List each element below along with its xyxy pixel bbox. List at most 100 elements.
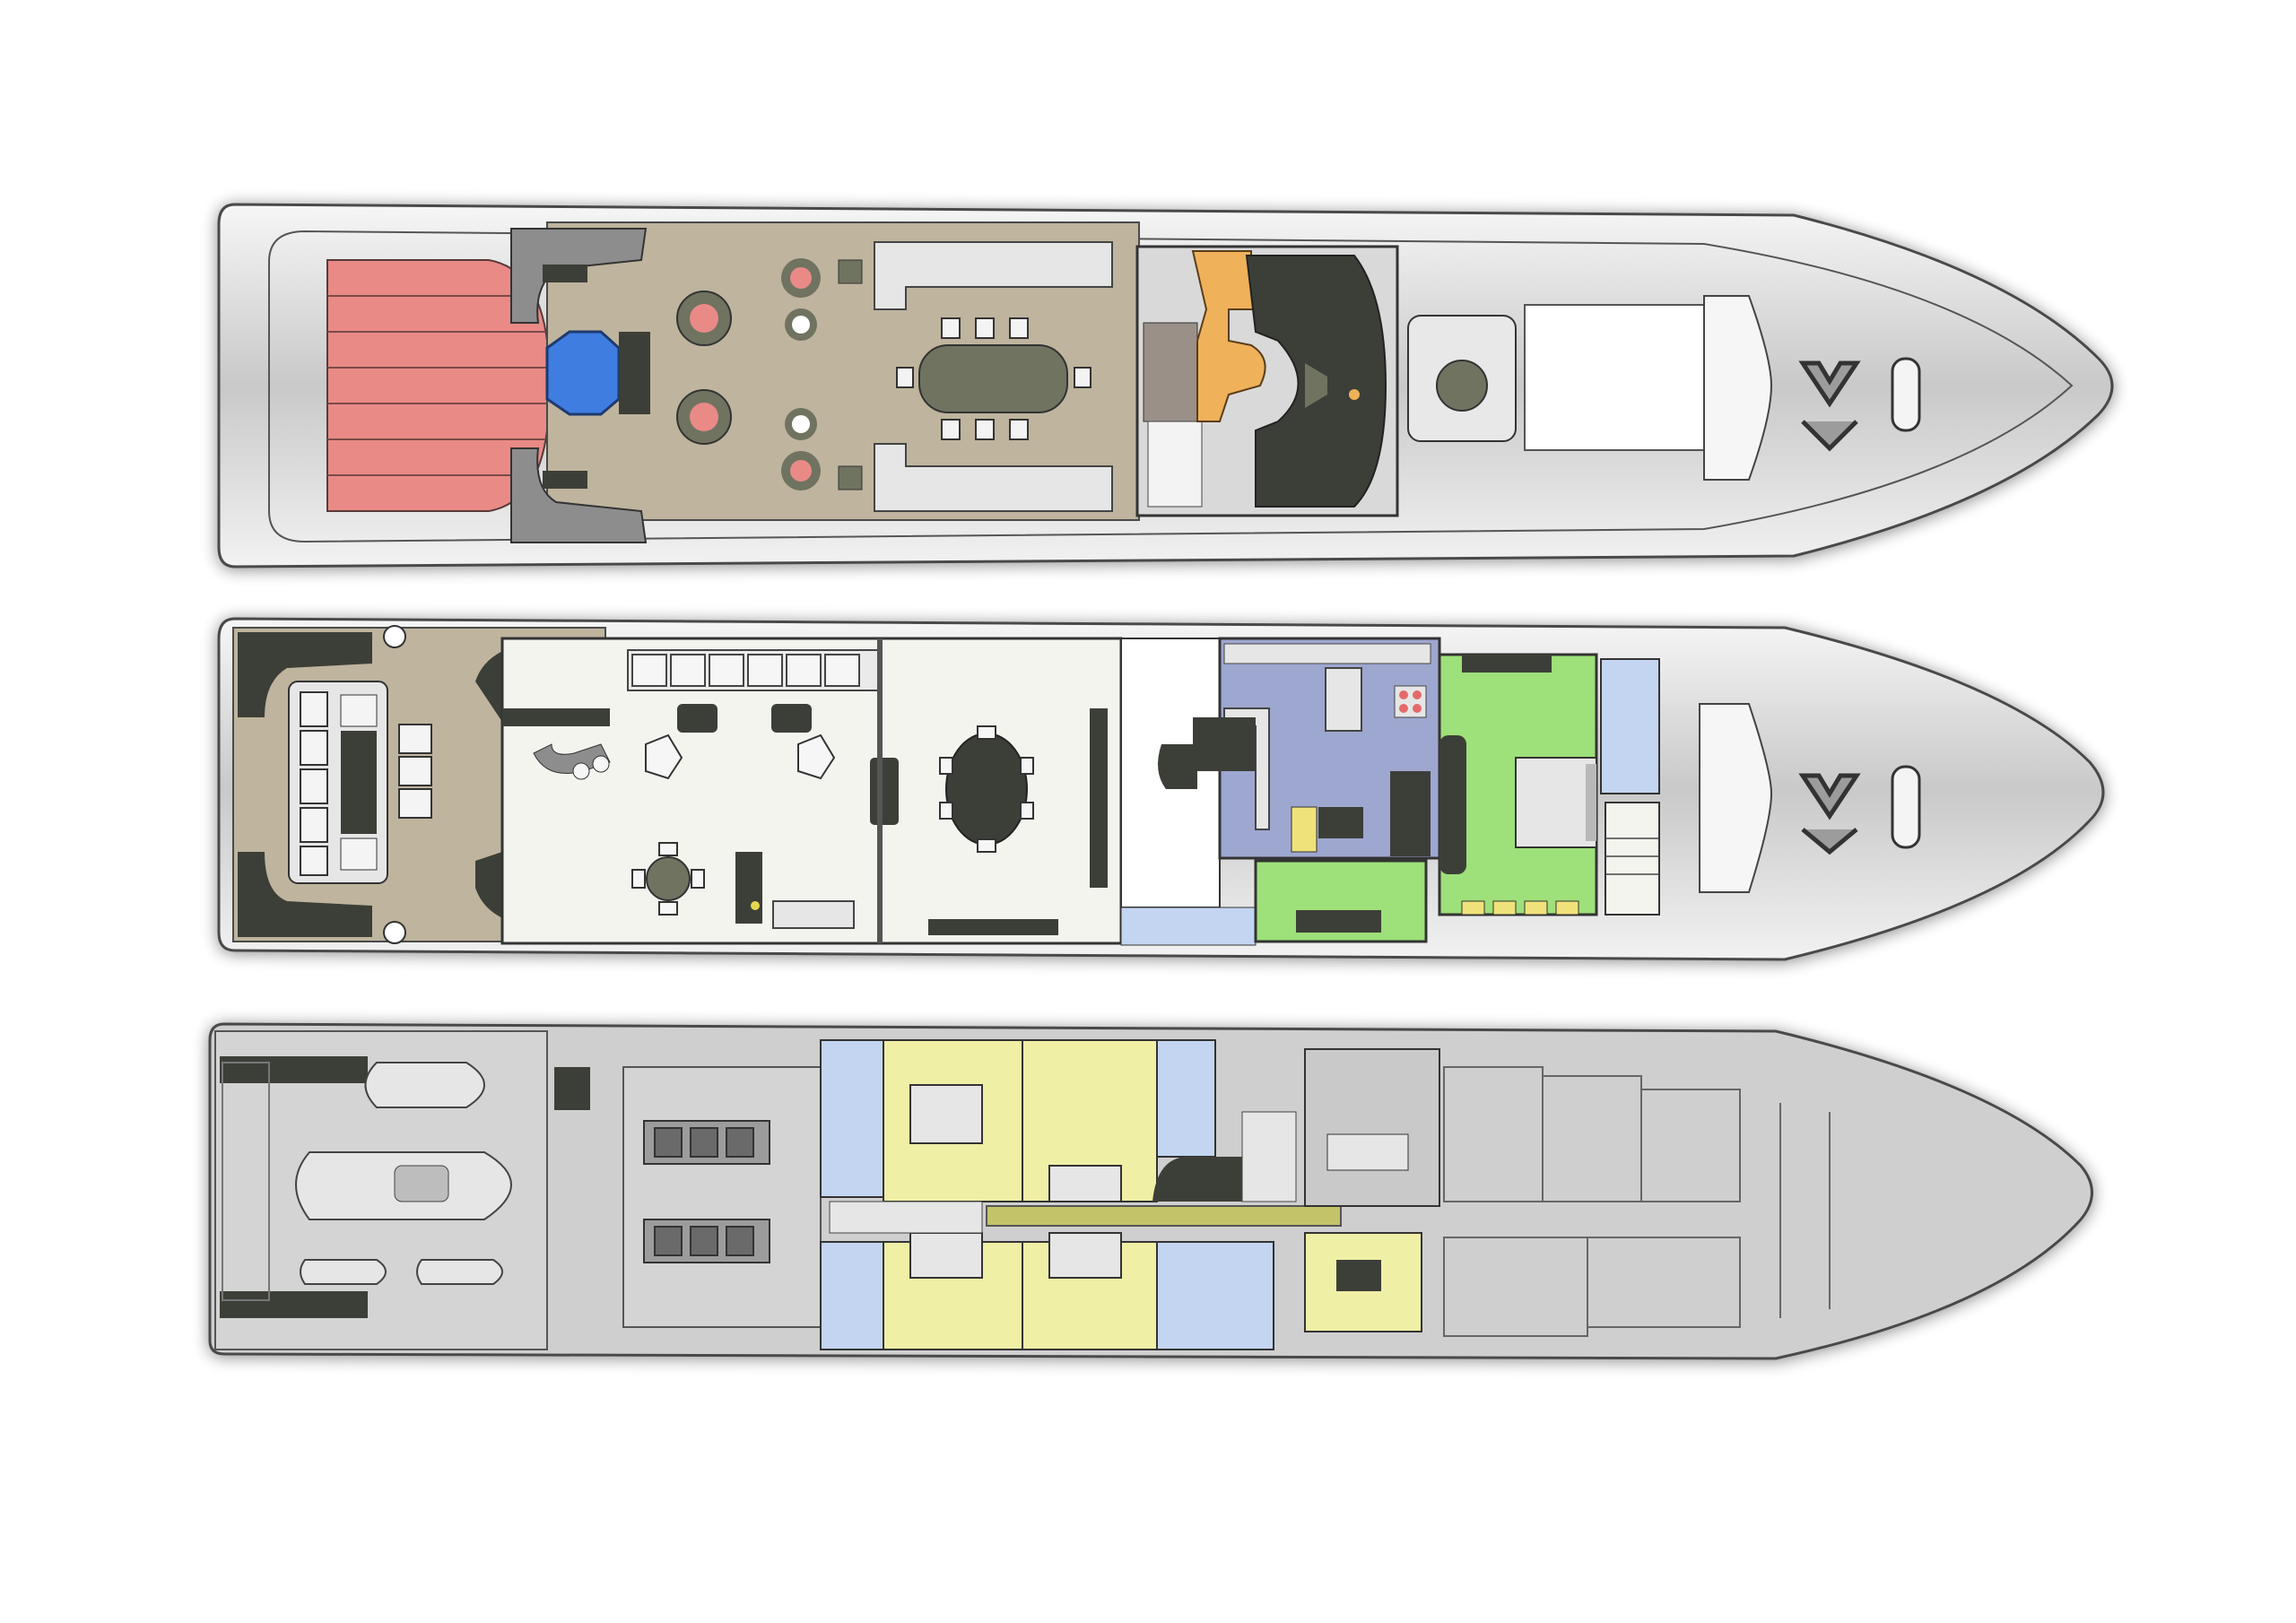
bow-sunpad: [1703, 295, 1773, 481]
crew-mess-table: [1318, 807, 1363, 838]
aft-sofa-cushions: [300, 691, 328, 876]
salon-divider: [877, 638, 883, 943]
radar-dish: [1349, 389, 1360, 400]
lower-spiral-stair: [1152, 1157, 1242, 1202]
foyer-shadow: [1090, 708, 1108, 888]
lower-forward-compartments: [1443, 1066, 1831, 1337]
anchor-winch-icon: [1798, 360, 1861, 452]
aft-curve-bench-starboard: [238, 852, 372, 937]
dining-table: [918, 344, 1068, 413]
lounge-chair: [797, 733, 836, 780]
wheelhouse-sofa: [1147, 421, 1203, 508]
owner-bed: [1515, 757, 1597, 848]
wheelhouse-stair: [1143, 322, 1198, 422]
crew-mess-bench: [1291, 806, 1318, 853]
aft-chairs-starboard: [398, 724, 432, 819]
aft-chair: [340, 838, 378, 871]
main-dining-chairs: [939, 725, 1034, 853]
aft-chair: [340, 694, 378, 727]
owner-vanity: [1461, 900, 1579, 916]
dining-chairs: [896, 317, 1091, 440]
lower-deck: [208, 1022, 2093, 1360]
sofa-port: [874, 241, 1113, 310]
salon-sofa-cushions: [631, 654, 860, 687]
aft-coffee-table: [341, 731, 377, 834]
salon-bench: [772, 900, 855, 929]
stool-top: [790, 267, 812, 289]
sunpad-cushion-lines: [327, 295, 547, 476]
corridor-floor: [829, 1201, 983, 1234]
curved-bar-seat: [533, 743, 611, 774]
tender-icon: [295, 1062, 512, 1220]
helm-seat: [1305, 363, 1327, 408]
garage-door-starboard: [220, 1291, 368, 1318]
sofa-starboard: [874, 443, 1113, 512]
planter: [838, 465, 863, 490]
spiral-stair: [1158, 744, 1197, 789]
aft-seat-port: [543, 265, 587, 282]
owner-sofa: [1439, 735, 1466, 874]
round-table-top: [690, 403, 718, 431]
side-console: [870, 758, 899, 825]
stool-top: [790, 460, 812, 482]
planter: [838, 259, 863, 284]
lower-corridor: [986, 1205, 1342, 1227]
anchor-winch-icon: [1798, 773, 1861, 855]
bollard: [383, 921, 406, 944]
jet-ski-icon: [300, 1259, 503, 1285]
owner-closet-hatch: [1605, 838, 1659, 875]
crew-mess-table-lower: [1336, 1260, 1381, 1291]
stool-top: [792, 316, 810, 334]
forward-table: [1436, 360, 1488, 412]
galley-stair: [1193, 717, 1256, 771]
guest-bath-mid-starboard: [1156, 1241, 1274, 1350]
galley-stair-2: [1390, 771, 1431, 856]
cooktop-icon: [1394, 685, 1427, 718]
jacuzzi-step-port: [619, 332, 650, 414]
vip-desk: [1296, 910, 1381, 933]
bar-stool: [572, 762, 590, 780]
main-bow-sunpad: [1699, 703, 1773, 893]
lamp-dot: [751, 901, 760, 910]
aft-bench-starboard: [510, 447, 648, 543]
game-table: [646, 856, 691, 901]
aft-curve-bench-port: [238, 632, 372, 717]
round-table-top: [690, 304, 718, 333]
bar-stool: [592, 755, 610, 773]
galley-counter-top: [1223, 643, 1431, 664]
stair-landing: [1241, 1111, 1297, 1202]
guest-cabin-bath-aft-port: [820, 1039, 884, 1198]
salon-coffee-table: [771, 704, 812, 733]
lounge-chair: [645, 733, 683, 780]
vip-suite: [1254, 859, 1428, 943]
crew-bed: [1326, 1133, 1409, 1171]
jacuzzi: [545, 330, 621, 416]
guest-cabin-bath-aft-starboard: [820, 1241, 884, 1350]
owner-headboard: [1462, 655, 1552, 673]
garage-door-port: [220, 1056, 368, 1083]
salon-coffee-table: [677, 704, 718, 733]
galley-island: [1325, 667, 1362, 732]
hatch-icon: [1891, 357, 1921, 432]
guest-bath-mid-port: [1156, 1039, 1216, 1158]
salon-bar-counter: [502, 708, 610, 726]
owner-bathroom: [1600, 658, 1660, 794]
hatch-icon: [1891, 765, 1921, 849]
main-dining-table: [945, 733, 1028, 846]
salon-cabinet: [735, 852, 762, 924]
crew-cabin: [1304, 1048, 1440, 1207]
engine-room: [622, 1066, 822, 1328]
sun-deck: [217, 203, 2114, 568]
owner-bed-pillows: [1586, 764, 1596, 841]
owner-shower: [1605, 802, 1660, 916]
game-chairs: [631, 842, 705, 916]
salon-sideboard: [928, 919, 1058, 935]
main-deck: [217, 617, 2105, 961]
engine-icon: [643, 1120, 770, 1263]
guest-beds: [909, 1084, 1122, 1279]
stool-top: [792, 415, 810, 433]
garage-ramp: [222, 1062, 270, 1301]
day-head: [1120, 907, 1257, 946]
aft-seat-starboard: [543, 471, 587, 489]
